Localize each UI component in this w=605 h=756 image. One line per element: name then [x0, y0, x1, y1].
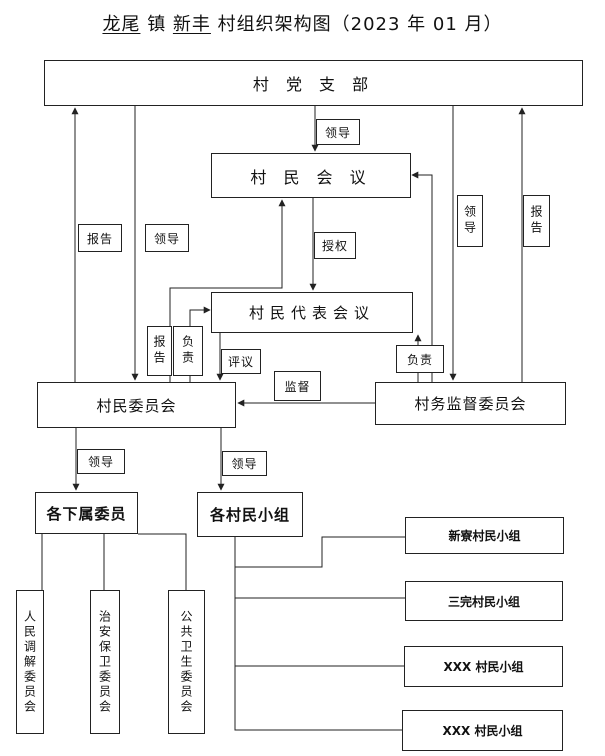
node-group-item-4: XXX 村民小组 [402, 710, 563, 751]
label-lead-top: 领导 [316, 119, 360, 145]
label-responsible-right: 负责 [396, 345, 444, 373]
node-villager-meeting: 村 民 会 议 [211, 153, 411, 198]
node-groups: 各村民小组 [197, 492, 303, 537]
title-rest: 村组织架构图（2023 年 01 月） [217, 14, 503, 35]
edge-group-1 [235, 536, 405, 568]
node-party-branch: 村 党 支 部 [44, 60, 583, 106]
title-village: 新丰 [172, 14, 211, 35]
node-subcommittees: 各下属委员 [35, 492, 138, 534]
node-sub-item-1: 人民调解委员会 [16, 590, 44, 734]
label-lead-right: 领导 [457, 195, 483, 247]
label-lead-left: 领导 [145, 224, 189, 252]
label-supervise: 监督 [274, 371, 321, 401]
title-town-suffix: 镇 [147, 14, 167, 35]
node-group-item-2: 三完村民小组 [405, 581, 563, 621]
node-sub-item-2: 治安保卫委员会 [90, 590, 120, 734]
label-report-mid: 报告 [147, 326, 172, 376]
label-responsible-mid: 负责 [173, 326, 203, 376]
edge-supervision-meeting [411, 171, 433, 382]
title-town: 龙尾 [102, 14, 141, 35]
label-lead-down2: 领导 [222, 451, 267, 476]
label-authorize: 授权 [314, 232, 356, 259]
label-review: 评议 [221, 349, 261, 374]
node-committee: 村民委员会 [37, 382, 236, 428]
node-group-item-3: XXX 村民小组 [404, 646, 563, 687]
node-group-item-1: 新寮村民小组 [405, 517, 564, 554]
label-report-right: 报告 [523, 195, 550, 247]
edge-sub-3 [138, 533, 187, 590]
node-rep-meeting: 村民代表会议 [211, 292, 413, 333]
node-supervision: 村务监督委员会 [375, 382, 566, 425]
label-lead-down1: 领导 [77, 449, 125, 474]
edge-group-trunk [234, 537, 402, 731]
label-report-left: 报告 [78, 224, 122, 252]
page-title: 龙尾 镇 新丰 村组织架构图（2023 年 01 月） [0, 10, 605, 36]
node-sub-item-3: 公共卫生委员会 [168, 590, 205, 734]
